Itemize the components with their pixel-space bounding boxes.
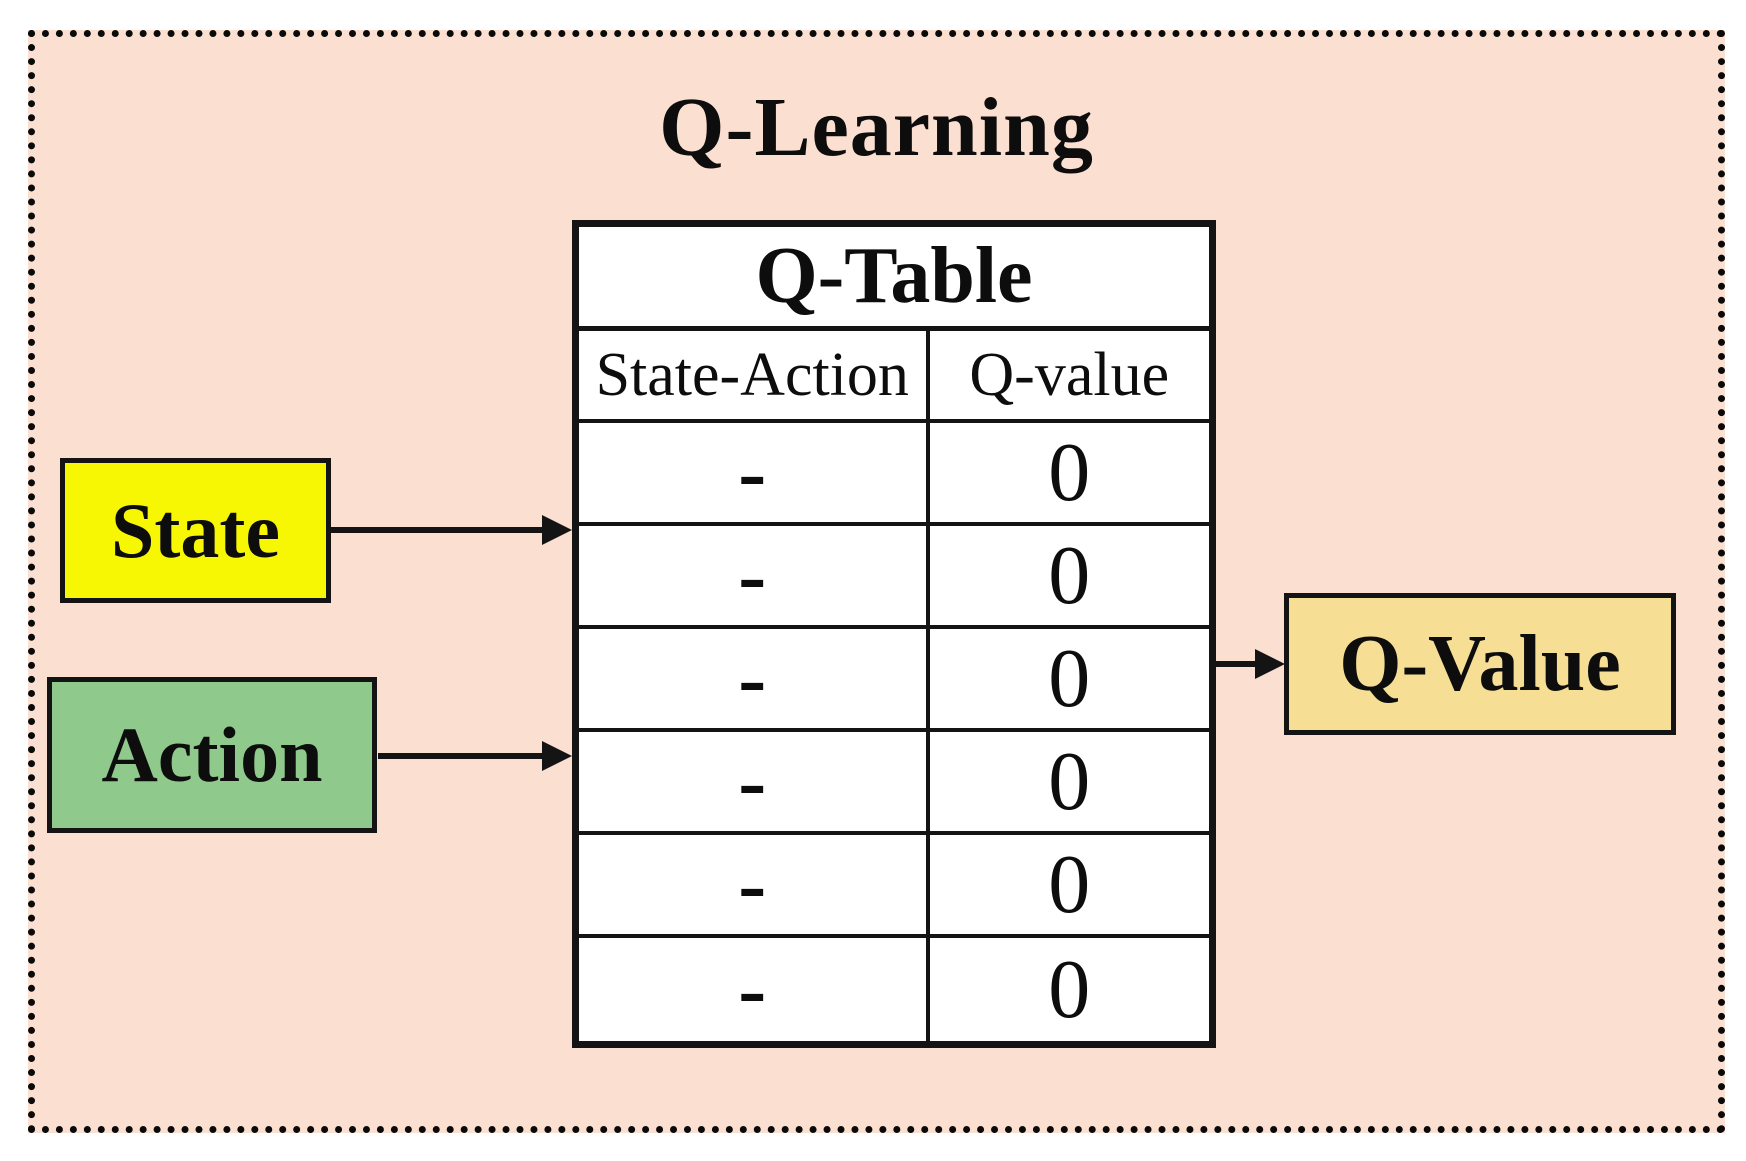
table-cell-state-action: -: [579, 835, 926, 938]
q-value-label: Q-Value: [1339, 619, 1621, 708]
column-header-state-action: State-Action: [579, 331, 926, 423]
action-box: Action: [47, 677, 377, 833]
table-cell-state-action: -: [738, 943, 767, 1036]
action-to-table-arrow-head: [542, 741, 572, 771]
table-cell-q-value: 0: [925, 938, 1210, 1041]
q-table-title: Q-Table: [579, 227, 1209, 331]
table-to-q-value-arrow-line: [1215, 661, 1259, 667]
q-table-grid: State-Action Q-value - 0 - 0 - 0 - 0 - 0…: [579, 331, 1209, 1041]
table-cell-q-value: 0: [925, 629, 1209, 732]
state-to-table-arrow-line: [331, 527, 547, 533]
table-cell-state-action: -: [579, 526, 926, 629]
diagram-title: Q-Learning: [659, 81, 1094, 174]
action-to-table-arrow-line: [378, 753, 546, 759]
q-value-box: Q-Value: [1284, 593, 1676, 735]
state-to-table-arrow-head: [542, 515, 572, 545]
q-table: Q-Table State-Action Q-value - 0 - 0 - 0…: [572, 220, 1216, 1048]
table-cell-q-value: 0: [925, 423, 1209, 526]
state-box: State: [60, 458, 331, 603]
table-cell-q-value: 0: [925, 835, 1209, 938]
table-cell-state-action: -: [579, 423, 926, 526]
q-learning-frame: Q-Learning Q-Table State-Action Q-value …: [28, 30, 1725, 1133]
table-cell-state-action: -: [579, 732, 926, 835]
state-label: State: [111, 486, 280, 574]
table-cell-q-value: 0: [925, 732, 1209, 835]
column-header-q-value: Q-value: [925, 331, 1209, 423]
table-cell-q-value: 0: [925, 526, 1209, 629]
table-to-q-value-arrow-head: [1255, 649, 1285, 679]
table-cell-state-action: -: [579, 629, 926, 732]
action-label: Action: [101, 711, 323, 798]
